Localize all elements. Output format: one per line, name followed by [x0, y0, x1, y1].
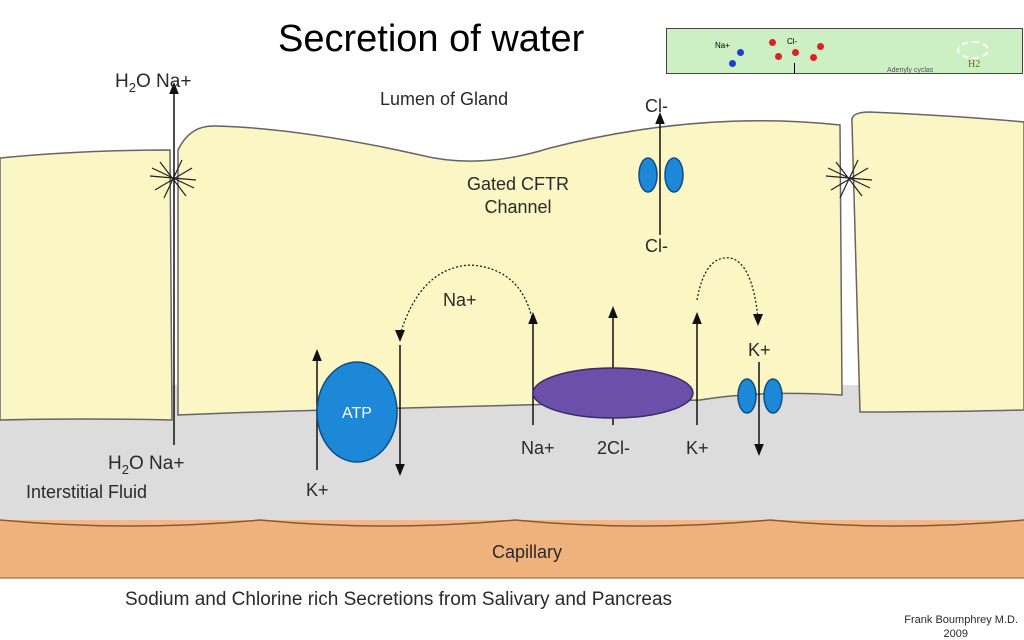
inset-partial-label: Adenyly cyclas — [887, 67, 934, 74]
atpase-potassium-label: K+ — [306, 480, 329, 500]
chloride-ion-icon — [810, 54, 817, 61]
chloride-ion-icon — [817, 43, 824, 50]
epithelial-cell-left — [0, 149, 173, 421]
sodium-recycle-label: Na+ — [443, 290, 477, 310]
sodium-ion-icon — [737, 49, 744, 56]
chloride-lumen-label: Cl- — [645, 96, 668, 116]
cftr-label-line1: Gated CFTR — [467, 174, 569, 194]
water-molecule-icon — [957, 41, 989, 59]
cotransport-chloride-label: 2Cl- — [597, 438, 630, 458]
chloride-ion-icon — [792, 49, 799, 56]
lumen-h2o-na-label: H2O Na+ — [115, 71, 191, 95]
interstitial-fluid-label: Interstitial Fluid — [26, 482, 147, 502]
potassium-recycle-arrowhead-icon — [753, 314, 763, 326]
cotransport-sodium-label: Na+ — [521, 438, 555, 458]
capillary-label: Capillary — [492, 542, 562, 562]
capillary-endothelium — [0, 519, 1024, 527]
capillary-region — [0, 520, 1024, 578]
lumen-label: Lumen of Gland — [380, 89, 508, 109]
tight-junction-left-icon — [149, 159, 197, 199]
sodium-ion-icon — [729, 60, 736, 67]
chloride-cell-label: Cl- — [645, 236, 668, 256]
epithelial-cell-right — [851, 111, 1024, 413]
credit-year: 2009 — [944, 628, 968, 640]
inset-arrow-icon — [794, 63, 795, 73]
chloride-ion-icon — [769, 39, 776, 46]
epithelial-cell-center — [177, 120, 843, 416]
cftr-label-line2: Channel — [484, 197, 551, 217]
inset-thumbnail[interactable]: Na+ Cl- H2 Adenyly cyclas — [666, 28, 1023, 74]
chloride-ion-icon — [775, 53, 782, 60]
na-k-atpase-pump[interactable] — [316, 361, 398, 463]
tight-junction-right-icon — [825, 159, 873, 199]
nkcc-cotransporter[interactable] — [532, 367, 694, 419]
credit-author: Frank Boumphrey M.D. — [904, 614, 1018, 626]
page-title: Secretion of water — [278, 18, 585, 60]
sodium-recycle-curve — [399, 264, 533, 336]
cftr-channel-right-subunit[interactable] — [664, 157, 684, 193]
atp-label: ATP — [342, 405, 372, 422]
interstitial-h2o-na-label: H2O Na+ — [108, 453, 184, 477]
caption: Sodium and Chlorine rich Secretions from… — [125, 589, 672, 610]
potassium-recycle-curve — [696, 257, 759, 319]
inset-h2-label: H2 — [968, 59, 981, 70]
potassium-channel-label: K+ — [748, 340, 771, 360]
cotransport-potassium-label: K+ — [686, 438, 709, 458]
potassium-channel-right-subunit[interactable] — [763, 378, 783, 414]
sodium-recycle-arrowhead-icon — [395, 330, 405, 342]
inset-cl-label: Cl- — [787, 37, 798, 46]
inset-na-label: Na+ — [715, 41, 730, 50]
cftr-channel-left-subunit[interactable] — [638, 157, 658, 193]
potassium-channel-left-subunit[interactable] — [737, 378, 757, 414]
